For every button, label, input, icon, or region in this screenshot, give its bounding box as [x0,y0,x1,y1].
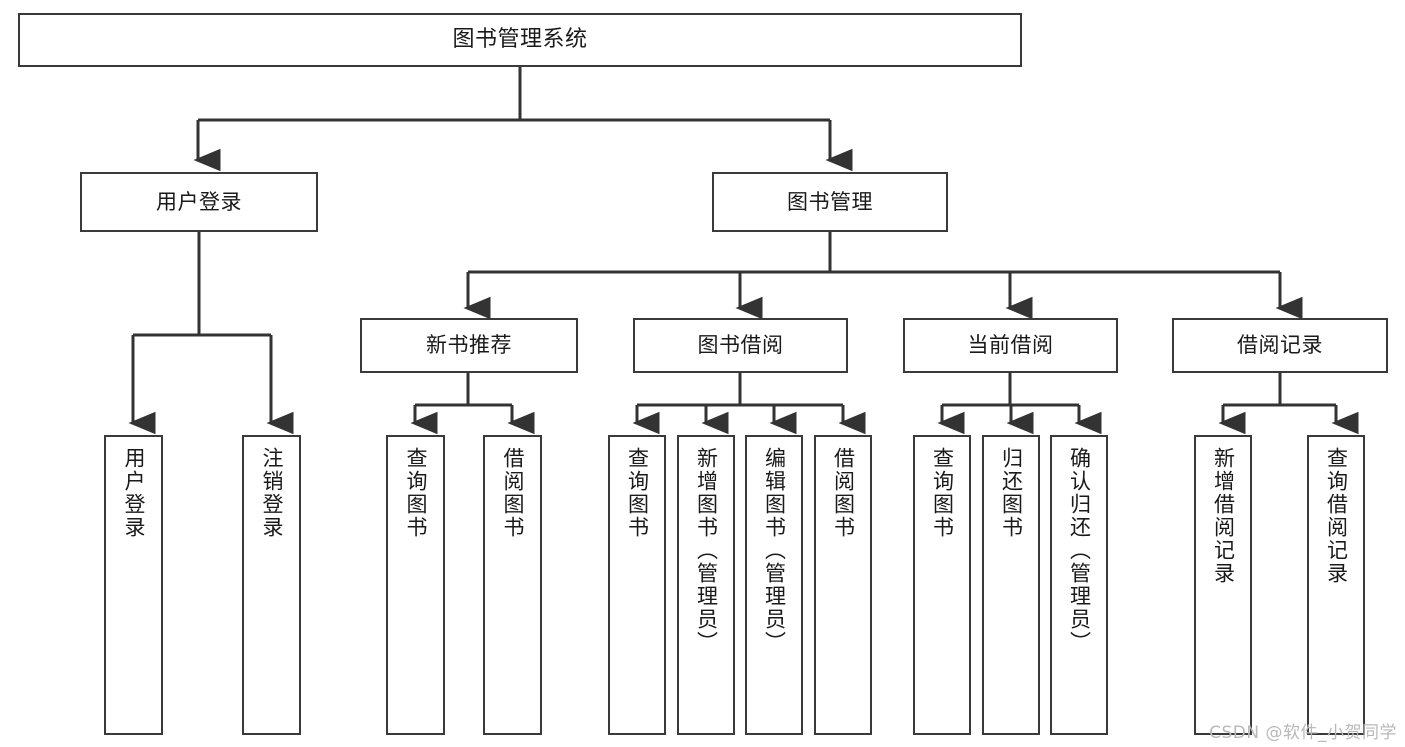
node-leaf-return-book[interactable]: 归还图书 [982,435,1040,735]
node-label: 注销登录 [260,447,285,539]
node-label: 借阅图书 [831,447,856,539]
csdn-watermark: CSDN @软件_小贺同学 [1209,723,1397,743]
node-label: 查询图书 [930,447,955,539]
node-current-borrow[interactable]: 当前借阅 [903,318,1118,373]
node-leaf-query-borrow-record[interactable]: 查询借阅记录 [1307,435,1365,735]
node-book-management-system[interactable]: 图书管理系统 [18,13,1022,67]
node-label: 用户登录 [122,447,147,539]
node-book-management[interactable]: 图书管理 [712,172,948,232]
node-label: 图书管理系统 [452,27,588,53]
node-label: 归还图书 [999,447,1024,539]
node-leaf-query-book-2[interactable]: 查询图书 [608,435,666,735]
node-label: 借阅图书 [501,447,526,539]
node-borrow-record[interactable]: 借阅记录 [1172,318,1388,373]
node-label: 图书借阅 [697,333,784,358]
node-label: 当前借阅 [967,333,1054,358]
node-leaf-confirm-return-admin[interactable]: 确认归还（管理员） [1050,435,1108,735]
node-label: 图书管理 [787,189,873,214]
node-leaf-add-book-admin[interactable]: 新增图书（管理员） [677,435,735,735]
node-leaf-query-book-1[interactable]: 查询图书 [386,435,445,735]
node-leaf-edit-book-admin[interactable]: 编辑图书（管理员） [745,435,803,735]
node-label: 查询图书 [625,447,650,539]
node-label: 查询借阅记录 [1324,447,1349,585]
node-label: 查询图书 [404,447,429,539]
node-leaf-borrow-book-1[interactable]: 借阅图书 [483,435,542,735]
node-leaf-borrow-book-2[interactable]: 借阅图书 [814,435,872,735]
node-label: 用户登录 [156,189,242,214]
node-new-book-recommend[interactable]: 新书推荐 [360,318,578,373]
node-user-login[interactable]: 用户登录 [80,172,318,232]
node-label: 新书推荐 [426,333,512,358]
node-label: 编辑图书（管理员） [762,447,787,654]
node-label: 确认归还（管理员） [1067,447,1092,654]
node-leaf-query-book-3[interactable]: 查询图书 [913,435,971,735]
node-leaf-logout-login[interactable]: 注销登录 [242,435,301,735]
node-book-borrow[interactable]: 图书借阅 [633,318,848,373]
node-leaf-user-login[interactable]: 用户登录 [104,435,163,735]
node-label: 新增图书（管理员） [694,447,719,654]
node-leaf-add-borrow-record[interactable]: 新增借阅记录 [1194,435,1252,735]
node-label: 新增借阅记录 [1211,447,1236,585]
node-label: 借阅记录 [1237,333,1323,358]
